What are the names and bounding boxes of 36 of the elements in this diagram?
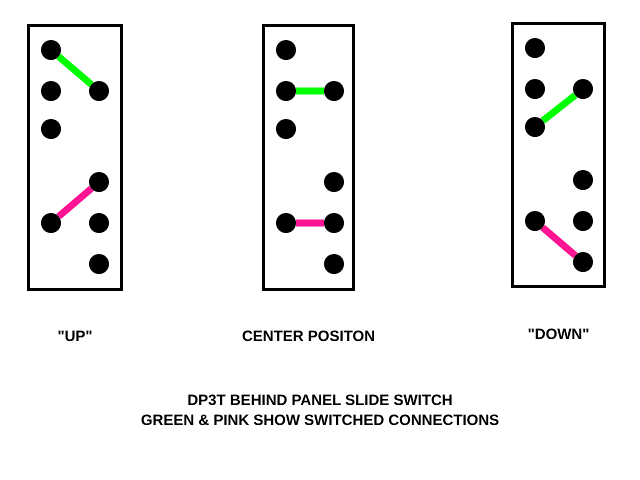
terminal-dot	[525, 79, 545, 99]
caption-text: DP3T BEHIND PANEL SLIDE SWITCH	[186, 392, 454, 409]
connection-line	[296, 220, 324, 226]
terminal-dot	[41, 213, 61, 233]
position-label: CENTER POSITON	[240, 328, 376, 345]
terminal-dot	[525, 117, 545, 137]
position-label: "UP"	[56, 328, 94, 345]
terminal-dot	[41, 40, 61, 60]
switch-body	[511, 22, 606, 288]
terminal-dot	[41, 81, 61, 101]
terminal-dot	[324, 254, 344, 274]
terminal-dot	[573, 79, 593, 99]
terminal-dot	[89, 172, 109, 192]
switch-body	[27, 24, 123, 291]
terminal-dot	[573, 170, 593, 190]
connection-line	[56, 186, 94, 220]
terminal-dot	[41, 119, 61, 139]
terminal-dot	[573, 211, 593, 231]
terminal-dot	[276, 119, 296, 139]
terminal-dot	[525, 38, 545, 58]
position-label: "DOWN"	[526, 326, 590, 343]
terminal-dot	[573, 252, 593, 272]
terminal-dot	[324, 213, 344, 233]
terminal-dot	[525, 211, 545, 231]
terminal-dot	[276, 40, 296, 60]
switch-body	[262, 24, 355, 291]
terminal-dot	[324, 81, 344, 101]
terminal-dot	[276, 81, 296, 101]
caption-text: GREEN & PINK SHOW SWITCHED CONNECTIONS	[140, 412, 500, 429]
terminal-dot	[89, 81, 109, 101]
terminal-dot	[324, 172, 344, 192]
connection-line	[296, 88, 324, 94]
terminal-dot	[276, 213, 296, 233]
connection-line	[540, 92, 578, 124]
terminal-dot	[89, 213, 109, 233]
terminal-dot	[89, 254, 109, 274]
